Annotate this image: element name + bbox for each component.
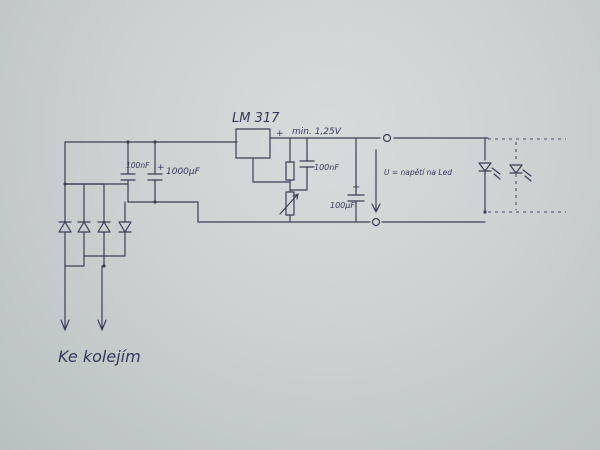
output-terminal-bottom xyxy=(371,217,381,227)
capacitor-100uF xyxy=(347,194,365,202)
track-label: Ke kolejím xyxy=(58,347,141,366)
diode-3 xyxy=(97,221,111,233)
led-2-light-arrows xyxy=(522,169,532,182)
ground-link xyxy=(64,183,199,223)
junction-2 xyxy=(153,140,157,144)
junction-led xyxy=(483,210,487,214)
diode-1 xyxy=(58,221,72,233)
cap-plus-right: + xyxy=(352,182,360,193)
cap-1000uF-label: 1000μF xyxy=(166,167,201,177)
led-1 xyxy=(478,162,492,172)
output-terminal-top xyxy=(382,133,392,143)
cap-plus-left: + xyxy=(157,163,165,173)
junction-3 xyxy=(153,200,157,204)
led-2 xyxy=(509,164,523,174)
u-arrow xyxy=(371,149,381,213)
track-wire-2 xyxy=(97,265,107,331)
resistor-top xyxy=(285,161,295,181)
capacitor-100nF-mid xyxy=(299,160,315,168)
bridge-bottom xyxy=(64,243,85,267)
track-wire-1 xyxy=(60,265,70,331)
junction-4 xyxy=(63,182,67,186)
bridge-wires xyxy=(64,183,126,267)
trimmer-arrow xyxy=(279,193,299,215)
cap-100nF-left-label: 100nF xyxy=(126,161,150,170)
cap-100uF-label: 100μF xyxy=(330,201,355,210)
diode-4 xyxy=(118,221,132,233)
junction-5 xyxy=(102,264,106,268)
cap-100nF-mid-label: 100nF xyxy=(314,163,339,172)
voltage-label: min. 1,25V xyxy=(292,127,342,137)
u-label: U = napětí na Led xyxy=(384,168,452,177)
cap-mid-wires xyxy=(289,137,308,191)
cap-left-wires xyxy=(127,141,156,203)
junction-1 xyxy=(126,140,130,144)
regulator-label: LM 317 xyxy=(232,111,280,126)
lm317-regulator xyxy=(235,128,271,159)
led-1-light-arrows xyxy=(491,167,501,180)
trimmer-resistor xyxy=(285,191,295,216)
capacitor-100nF-left xyxy=(120,173,136,181)
adjust-wire xyxy=(252,157,291,183)
capacitor-1000uF xyxy=(147,173,163,181)
diode-2 xyxy=(77,221,91,233)
regulator-out-plus: + xyxy=(276,129,284,139)
